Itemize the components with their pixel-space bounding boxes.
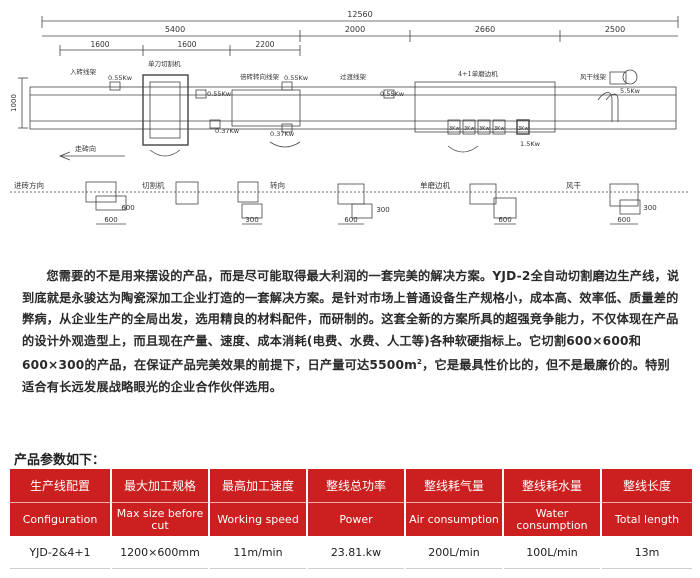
- direction-label: 走砖向: [75, 144, 96, 153]
- value-cell: 200L/min: [406, 536, 502, 569]
- description-paragraph: 您需要的不是用来摆设的产品，而是尽可能取得最大利润的一套完美的解决方案。YJD-…: [22, 266, 682, 398]
- power-label: 1.5Kw: [520, 140, 541, 148]
- value-cell: 100L/min: [504, 536, 600, 569]
- flow-label-feed: 进砖方向: [14, 180, 44, 190]
- power-label: 0.37Kw: [270, 130, 295, 138]
- tile-dim: 300: [245, 216, 258, 224]
- header-cell-en: Power: [308, 503, 404, 536]
- dim-2200: 2200: [255, 40, 274, 49]
- machine-label-transition: 过渡线架: [340, 72, 367, 81]
- params-table: 生产线配置 最大加工规格 最高加工速度 整线总功率 整线耗气量 整线耗水量 整线…: [8, 469, 694, 569]
- power-label: 0.55Kw: [108, 74, 133, 82]
- tile-dim: 600: [344, 216, 357, 224]
- power-label: 0.55Kw: [207, 90, 232, 98]
- header-cell: 整线耗气量: [406, 469, 502, 503]
- motor-label: 3Kw: [479, 126, 490, 132]
- value-cell: YJD-2&4+1: [10, 536, 110, 569]
- motor-label: 3Kw: [464, 126, 475, 132]
- power-label: 5.5Kw: [620, 87, 641, 95]
- machine-label-grinder: 4+1单磨边机: [458, 69, 498, 78]
- dim-1600-b: 1600: [177, 40, 196, 49]
- header-row-cn: 生产线配置 最大加工规格 最高加工速度 整线总功率 整线耗气量 整线耗水量 整线…: [10, 469, 692, 503]
- header-cell-en: Max size before cut: [112, 503, 208, 536]
- header-cell: 整线总功率: [308, 469, 404, 503]
- machine-label-turning: 倍砖转向线架: [240, 72, 280, 81]
- unit-superscript: 2: [417, 358, 423, 366]
- machine-label-infeed: 入砖线架: [70, 67, 97, 76]
- header-cell: 生产线配置: [10, 469, 110, 503]
- power-label: 0.37Kw: [215, 127, 240, 135]
- header-cell-en: Air consumption: [406, 503, 502, 536]
- description-text-end: ，它是最具性价比的，但不是最廉价的。特别适合有长远发展战略眼光的企业合作伙伴选用…: [22, 358, 670, 394]
- header-cell-en: Configuration: [10, 503, 110, 536]
- description-text: 您需要的不是用来摆设的产品，而是尽可能取得最大利润的一套完美的解决方案。YJD-…: [22, 269, 680, 373]
- header-cell: 最大加工规格: [112, 469, 208, 503]
- flow-label-turn: 转向: [270, 180, 285, 190]
- value-cell: 11m/min: [210, 536, 306, 569]
- machine-label-cutter: 单刀切割机: [148, 59, 181, 68]
- header-cell-en: Water consumption: [504, 503, 600, 536]
- dim-2660: 2660: [475, 25, 495, 34]
- header-cell-en: Working speed: [210, 503, 306, 536]
- header-row-en: Configuration Max size before cut Workin…: [10, 503, 692, 536]
- params-title: 产品参数如下：: [14, 453, 106, 468]
- header-cell: 最高加工速度: [210, 469, 306, 503]
- value-cell: 23.81.kw: [308, 536, 404, 569]
- dim-1600-a: 1600: [90, 40, 109, 49]
- tile-dim: 300: [376, 206, 389, 214]
- flow-label-grinder: 单磨边机: [420, 180, 450, 190]
- table-row: YJD-2&4+1 1200×600mm 11m/min 23.81.kw 20…: [10, 536, 692, 569]
- dim-2000: 2000: [345, 25, 365, 34]
- flow-label-cutter: 切割机: [142, 180, 165, 190]
- dim-2500: 2500: [605, 25, 625, 34]
- motor-label: 3Kw: [518, 126, 529, 132]
- power-label: 0.55Kw: [380, 90, 405, 98]
- tile-dim: 600: [104, 216, 117, 224]
- dim-height: 1000: [10, 94, 18, 112]
- header-cell-en: Total length: [602, 503, 692, 536]
- tile-dim: 600: [617, 216, 630, 224]
- motor-label: 3Kw: [449, 126, 460, 132]
- production-line-drawing: 12560 5400 2000 2660 2500 1600 1600 2200…: [10, 10, 690, 225]
- tile-dim: 300: [643, 204, 656, 212]
- dim-5400: 5400: [165, 25, 185, 34]
- product-description: 您需要的不是用来摆设的产品，而是尽可能取得最大利润的一套完美的解决方案。YJD-…: [22, 266, 682, 398]
- machine-label-dryer: 风干线架: [580, 72, 607, 81]
- header-cell: 整线长度: [602, 469, 692, 503]
- tile-dim: 600: [121, 204, 134, 212]
- flow-label-dryer: 风干: [566, 181, 581, 190]
- dim-total: 12560: [347, 10, 372, 19]
- power-label: 0.55Kw: [284, 74, 309, 82]
- value-cell: 1200×600mm: [112, 536, 208, 569]
- header-cell: 整线耗水量: [504, 469, 600, 503]
- tile-dim: 600: [498, 216, 511, 224]
- value-cell: 13m: [602, 536, 692, 569]
- motor-label: 3Kw: [494, 126, 505, 132]
